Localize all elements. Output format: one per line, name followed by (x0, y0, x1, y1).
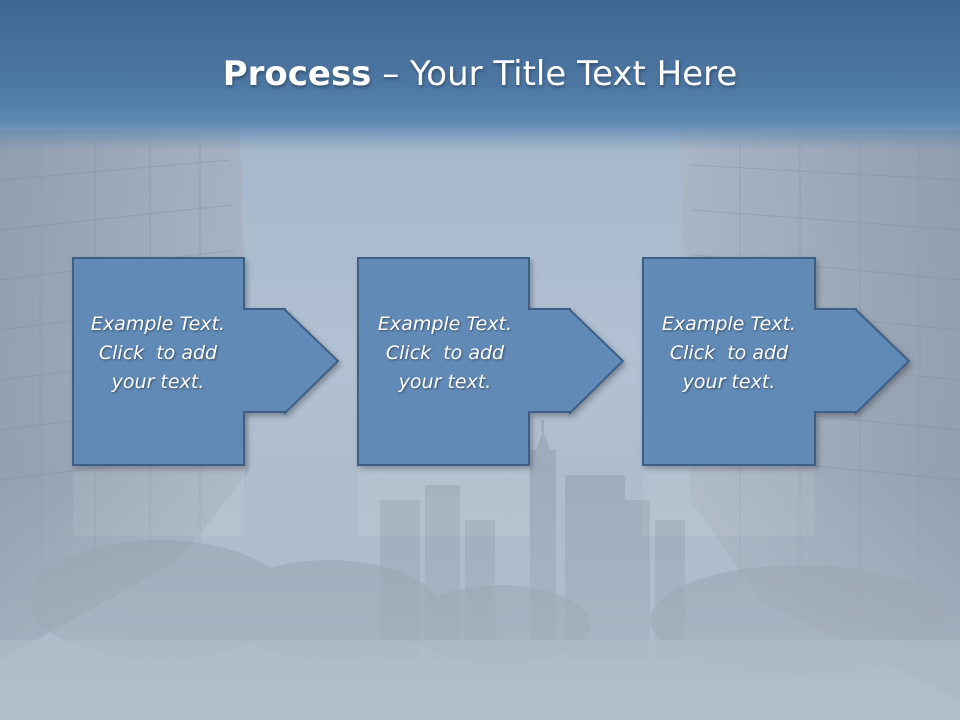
step-text-line: Example Text. (377, 313, 513, 335)
process-step-1-text[interactable]: Example Text. Click to add your text. (72, 310, 244, 397)
step-text-line: Click to add (98, 342, 218, 364)
step-text-line: Example Text. (661, 313, 797, 335)
title-header-band (0, 0, 960, 150)
step-text-line: Click to add (669, 342, 789, 364)
title-regular-part: – Your Title Text Here (371, 54, 738, 94)
slide-title[interactable]: Process – Your Title Text Here (0, 52, 960, 96)
step-text-line: Click to add (385, 342, 505, 364)
title-bold-part: Process (222, 54, 372, 94)
step-text-line: your text. (682, 371, 776, 393)
process-step-2-text[interactable]: Example Text. Click to add your text. (359, 310, 531, 397)
process-step-2-shape[interactable] (357, 257, 625, 466)
process-step-3-text[interactable]: Example Text. Click to add your text. (643, 310, 815, 397)
process-step-1-shape[interactable] (72, 257, 340, 466)
process-step-3-shape[interactable] (642, 257, 911, 466)
step-text-line: Example Text. (90, 313, 226, 335)
step-text-line: your text. (111, 371, 205, 393)
step-text-line: your text. (398, 371, 492, 393)
